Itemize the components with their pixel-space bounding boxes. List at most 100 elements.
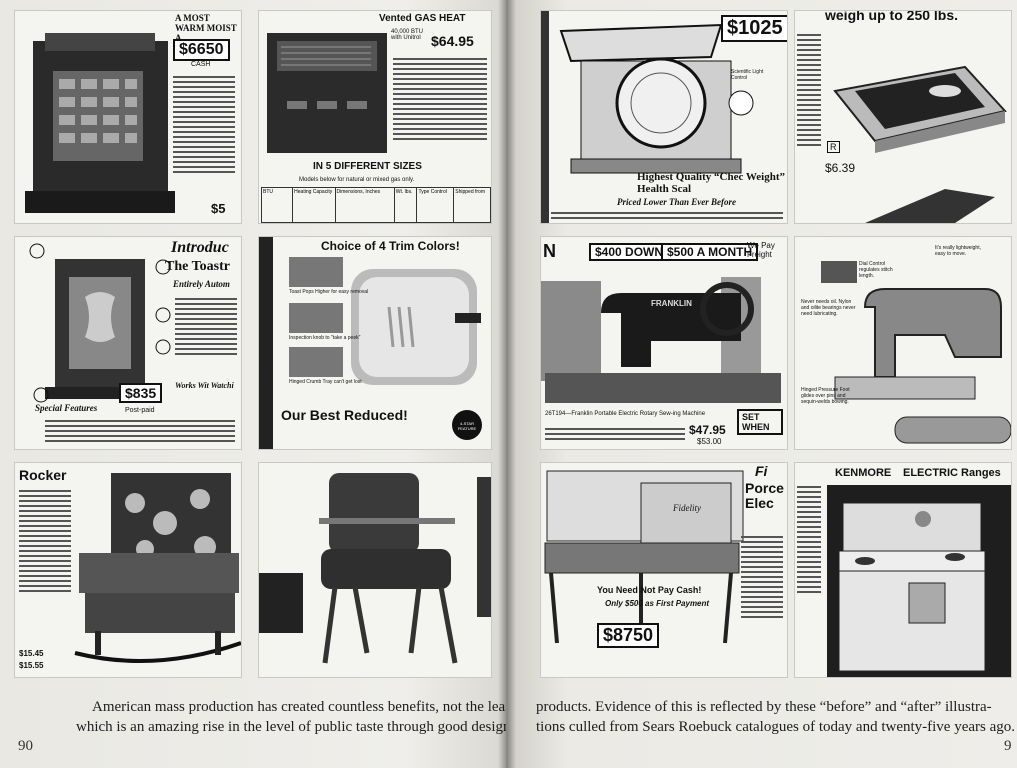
toaster-new-banner: Our Best Reduced! [281, 407, 408, 423]
sewing-new-callout-4: Hinged Pressure Foot glides over pins an… [801, 387, 850, 405]
stove-price-2: $5 [211, 201, 226, 216]
toaster-new-illustration [259, 237, 482, 449]
gas-heater-panel: Vented GAS HEAT 40,000 BTU with Unitrol … [258, 10, 492, 224]
table-header: BTU [262, 188, 294, 222]
stove-panel: A MOST WARM MOIST A $6650 CASH $5 [14, 10, 242, 224]
sewing-old-tag: SET WHEN [737, 409, 783, 435]
gas-heater-sizes-sub: Models below for natural or mixed gas on… [299, 177, 415, 183]
stove-heading: A MOST WARM MOIST A [175, 13, 237, 43]
table-header: Wt. lbs. [395, 188, 418, 222]
left-page-number: 90 [18, 738, 33, 754]
sewing-old-price-2: $53.00 [697, 437, 722, 446]
scale-new-panel: weigh up to 250 lbs. R $6.39 [794, 10, 1012, 224]
range-new-illustration [827, 485, 1011, 677]
scale-old-text-block [551, 209, 783, 222]
chair-illustration [259, 473, 491, 664]
scale-old-price: $1025 [721, 15, 787, 42]
right-caption-line-1: products. Evidence of this is reflected … [536, 699, 992, 715]
rocker-price-2: $15.55 [19, 661, 44, 670]
toaster-new-callout-1: Toast Pops Higher for easy removal [289, 289, 369, 295]
scale-new-illustration [833, 65, 1007, 223]
toaster-old-text-block-2 [45, 417, 235, 445]
sewing-new-callout-3: Never needs oil. Nylon and oilite bearin… [801, 299, 856, 317]
sewing-new-illustration [821, 261, 1011, 444]
right-page: $1025 Scientific Light Control Highest Q… [506, 0, 1017, 768]
sewing-new-callout-2: Dial Control regulates stitch length. [859, 261, 893, 279]
toaster-old-price-sub: Post-paid [125, 407, 155, 414]
left-caption-line-2: which is an amazing rise in the level of… [76, 719, 589, 735]
table-header: Heating Capacity [293, 188, 336, 222]
range-new-heading-brand: KENMORE [835, 467, 892, 479]
toaster-old-heading-2: The Toastr [165, 259, 230, 274]
range-old-payment: Only $500 as First Payment [605, 599, 710, 608]
stove-illustration [25, 33, 175, 213]
scale-old-heading: Highest Quality “Chec Weight” Health Sca… [637, 171, 785, 195]
sewing-old-illustration [541, 277, 781, 403]
toaster-new-panel: Choice of 4 Trim Colors! Toast Pops High… [258, 236, 492, 450]
range-old-heading: Porce Elec [745, 480, 784, 511]
table-header: Type Control [417, 188, 455, 222]
sewing-old-brand: FRANKLIN [651, 299, 692, 308]
toaster-new-seal: 4-STAR FEATURE [457, 421, 477, 431]
sewing-old-pay: We Pay Freight [747, 241, 775, 259]
right-caption-line-2: tions culled from Sears Roebuck catalogu… [536, 719, 1016, 735]
rocker-panel: Rocker $15.45 $15.55 [14, 462, 242, 678]
range-new-panel: KENMORE ELECTRIC Ranges [794, 462, 1012, 678]
toaster-new-callout-2: Inspection knob to "take a peek" [289, 335, 361, 341]
table-header: Shipped from [455, 189, 485, 195]
toaster-old-works: Works Wit Watchi [175, 381, 234, 390]
gas-heater-heading: Vented GAS HEAT [379, 13, 466, 24]
toaster-new-callout-3: Hinged Crumb Tray can't get lost [289, 379, 362, 385]
gas-heater-text-block [393, 55, 487, 143]
sewing-old-price-down: $400 DOWN [589, 243, 670, 261]
sewing-new-callout-1: It's really lightweight, easy to move. [935, 245, 981, 257]
sewing-old-panel: N $400 DOWN $500 A MONTH We Pay Freight … [540, 236, 788, 450]
toaster-old-heading: Introduc [171, 239, 229, 256]
toaster-old-illustration [29, 243, 171, 403]
gas-heater-sizes: IN 5 DIFFERENT SIZES [313, 161, 422, 172]
scale-new-heading: weigh up to 250 lbs. [825, 10, 959, 23]
stove-text-block [173, 73, 235, 176]
book-gutter [498, 0, 516, 768]
toaster-old-subheading: Entirely Autom [173, 279, 230, 289]
table-header: Dimensions, Inches [336, 188, 395, 222]
stove-price: $6650 [173, 39, 230, 61]
gas-heater-btu: 40,000 BTU with Unitrol [391, 29, 424, 41]
left-caption-line-1: American mass production has created cou… [92, 699, 532, 715]
range-new-heading: ELECTRIC Ranges [903, 467, 1001, 479]
toaster-old-panel: Introduc The Toastr Entirely Autom Speci… [14, 236, 242, 450]
toaster-new-heading: Choice of 4 Trim Colors! [321, 239, 460, 253]
toaster-old-price: $835 [119, 383, 163, 403]
rocker-text-block [19, 487, 71, 595]
scale-old-subheading: Priced Lower Than Ever Before [617, 197, 736, 207]
toaster-old-special: Special Features [35, 403, 98, 413]
scale-new-text-block [797, 31, 821, 149]
scale-old-label: Scientific Light Control [731, 69, 764, 81]
gas-heater-spec-table: BTU Heating Capacity Dimensions, Inches … [261, 187, 491, 223]
scale-new-badge: R [827, 141, 840, 153]
sewing-new-panel: It's really lightweight, easy to move. D… [794, 236, 1012, 450]
sewing-old-text-block [545, 425, 685, 443]
range-old-illustration [544, 470, 744, 644]
toaster-old-text-block [175, 295, 237, 358]
left-page: A MOST WARM MOIST A $6650 CASH $5 Vented… [0, 0, 589, 768]
right-page-number: 9 [1004, 738, 1012, 754]
range-old-banner: You Need Not Pay Cash! [597, 585, 702, 595]
scale-old-illustration [541, 11, 754, 223]
range-new-text-block [797, 483, 821, 596]
gas-heater-illustration [267, 33, 387, 153]
range-old-fi: Fi [755, 463, 768, 479]
rocker-heading: Rocker [19, 467, 67, 483]
scale-old-panel: $1025 Scientific Light Control Highest Q… [540, 10, 788, 224]
stove-price-sub: CASH [191, 61, 211, 68]
chair-panel [258, 462, 492, 678]
gas-heater-price: $64.95 [431, 33, 474, 49]
sewing-old-price: $47.95 [689, 423, 726, 437]
sewing-old-price-month: $500 A MONTH [661, 243, 759, 261]
scale-new-price: $6.39 [825, 161, 856, 175]
rocker-price-1: $15.45 [19, 649, 44, 658]
rocker-illustration [74, 473, 241, 663]
range-old-price: $8750 [597, 623, 660, 648]
range-old-panel: Fi Porce Elec Fidelity You Need Not Pay … [540, 462, 788, 678]
range-old-text-block [741, 533, 783, 621]
